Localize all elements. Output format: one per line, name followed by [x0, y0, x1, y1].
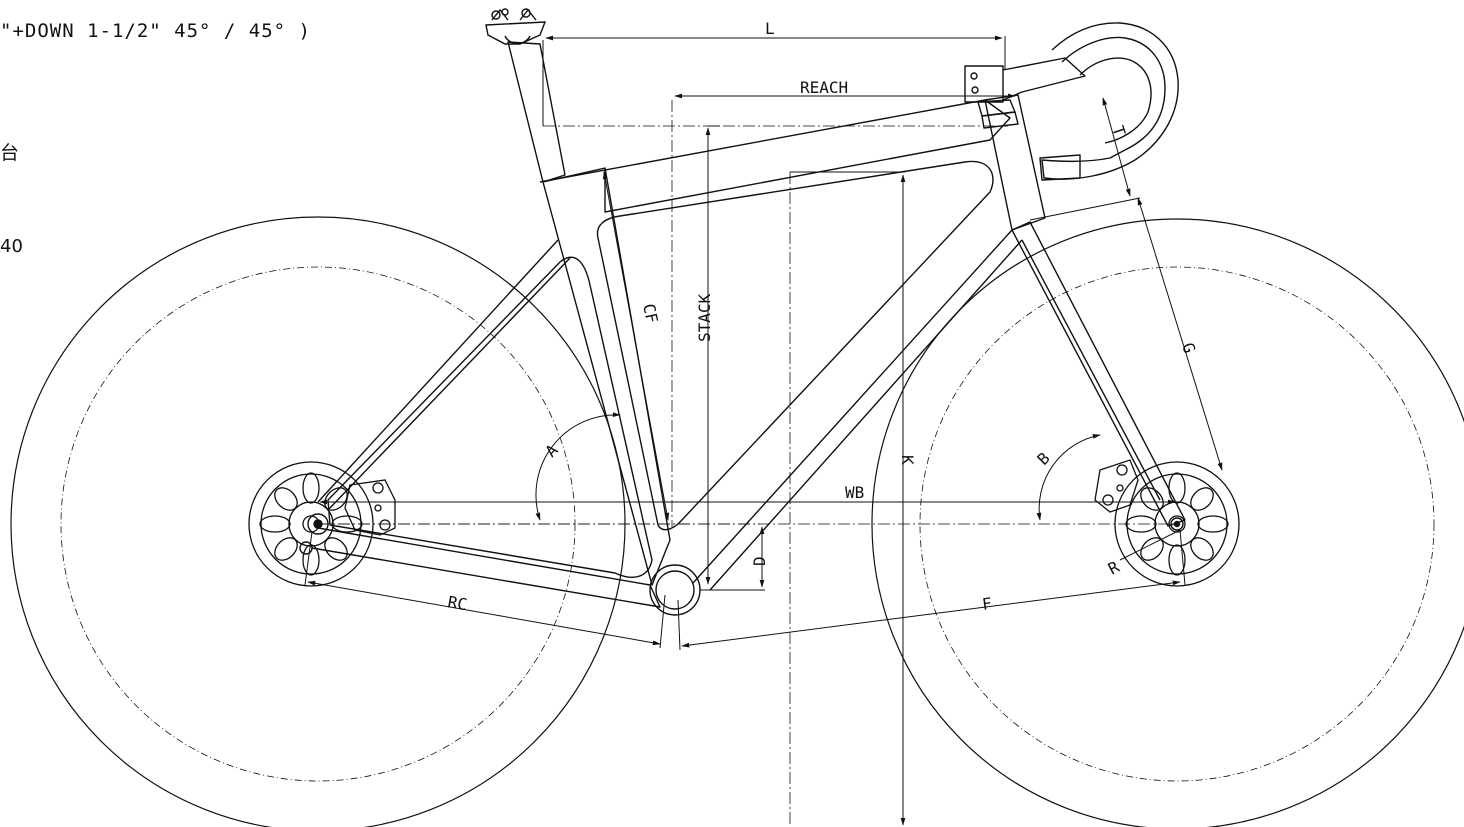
label-r: R — [1105, 557, 1123, 578]
bike-frame — [299, 41, 1186, 616]
label-stack: STACK — [695, 293, 714, 342]
front-wheel — [871, 218, 1464, 827]
label-a: A — [541, 440, 562, 461]
dimension-lines — [304, 35, 1223, 826]
label-k: K — [898, 455, 917, 465]
label-wb: WB — [845, 483, 864, 502]
headset-spec-text: "+DOWN 1-1/2" 45° / 45° ) — [0, 20, 311, 42]
saddle — [485, 8, 547, 45]
label-l: L — [765, 19, 775, 38]
label-cf: CF — [639, 302, 662, 325]
cockpit — [964, 22, 1179, 181]
label-rc: RC — [446, 592, 468, 614]
construction-lines — [318, 100, 1177, 827]
label-reach: REACH — [800, 78, 848, 97]
label-f: F — [981, 594, 993, 614]
number-text-fragment: 40 — [0, 236, 23, 257]
chinese-text-fragment: 台 — [0, 142, 20, 164]
dimension-labels: L REACH STACK CF T G K WB A B D RC F R — [446, 19, 1199, 614]
label-b: B — [1033, 449, 1053, 469]
label-d: D — [750, 556, 769, 566]
label-g: G — [1178, 340, 1199, 355]
label-t: T — [1108, 123, 1129, 138]
rear-brake-caliper — [344, 479, 396, 536]
